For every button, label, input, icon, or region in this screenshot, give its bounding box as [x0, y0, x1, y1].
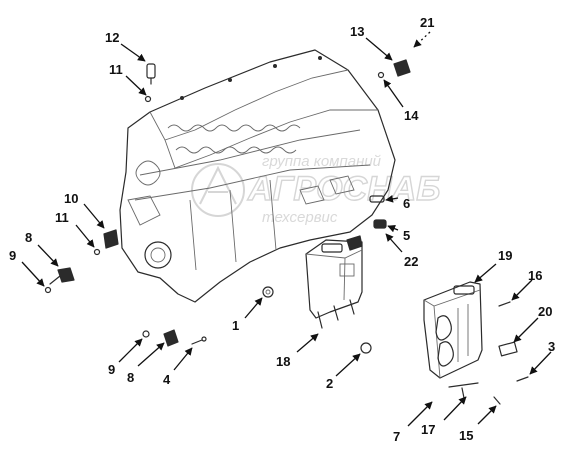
part-plug-2	[360, 342, 372, 354]
part-ecm-18	[305, 235, 363, 329]
callout-4: 4	[163, 372, 171, 387]
callout-22: 22	[404, 254, 418, 269]
callout-1: 1	[232, 318, 239, 333]
callout-15: 15	[459, 428, 473, 443]
part-plug-1	[262, 286, 274, 298]
callout-6: 6	[403, 196, 410, 211]
part-sensor-13	[393, 59, 411, 77]
callout-8-bottom: 8	[127, 370, 134, 385]
callout-19: 19	[498, 248, 512, 263]
part-label-20	[498, 341, 518, 357]
part-washer-11-top	[144, 95, 152, 103]
callout-11-left: 11	[55, 210, 69, 225]
callout-14: 14	[404, 108, 419, 123]
leader-lines	[21, 31, 552, 427]
callout-7: 7	[393, 429, 400, 444]
watermark-line1: группа компаний	[262, 153, 382, 170]
part-ecm-19	[423, 281, 483, 379]
callout-9-left: 9	[9, 248, 16, 263]
part-washer-9-left	[44, 286, 52, 294]
engine-block	[119, 49, 396, 303]
part-washer-11-left	[93, 248, 101, 256]
part-bracket-17	[448, 382, 479, 399]
part-sensor-12	[146, 63, 156, 85]
callout-2: 2	[326, 376, 333, 391]
part-sensor-8-left	[49, 267, 75, 285]
part-screw-3	[516, 376, 529, 382]
part-sensor-6	[369, 195, 385, 203]
callout-labels: 12 11 13 21 14 10 11 8 9 6 5 22 1 18 2 9…	[9, 15, 555, 444]
callout-9-bottom: 9	[108, 362, 115, 377]
callout-20: 20	[538, 304, 552, 319]
callout-8-left: 8	[25, 230, 32, 245]
callout-5: 5	[403, 228, 410, 243]
part-sensor-5	[373, 219, 387, 229]
callout-3: 3	[548, 339, 555, 354]
part-sensor-8-bottom	[163, 329, 179, 347]
callout-17: 17	[421, 422, 435, 437]
callout-11-top: 11	[109, 62, 123, 77]
watermark-line3: техсервис	[262, 209, 338, 226]
callout-13: 13	[350, 24, 364, 39]
watermark: группа компаний АГРОСНАБ техсервис	[191, 153, 441, 226]
callout-18: 18	[276, 354, 290, 369]
watermark-line2: АГРОСНАБ	[247, 170, 440, 208]
part-clip-15	[493, 396, 501, 405]
part-sensor-4	[191, 336, 207, 345]
watermark-logo-icon	[191, 163, 245, 217]
callout-10: 10	[64, 191, 78, 206]
callout-12: 12	[105, 30, 119, 45]
callout-16: 16	[528, 268, 542, 283]
part-clip-16	[498, 301, 511, 307]
part-washer-9-bottom	[142, 330, 150, 338]
callout-21: 21	[420, 15, 434, 30]
part-sensor-10	[103, 229, 119, 249]
part-washer-14	[377, 71, 385, 79]
